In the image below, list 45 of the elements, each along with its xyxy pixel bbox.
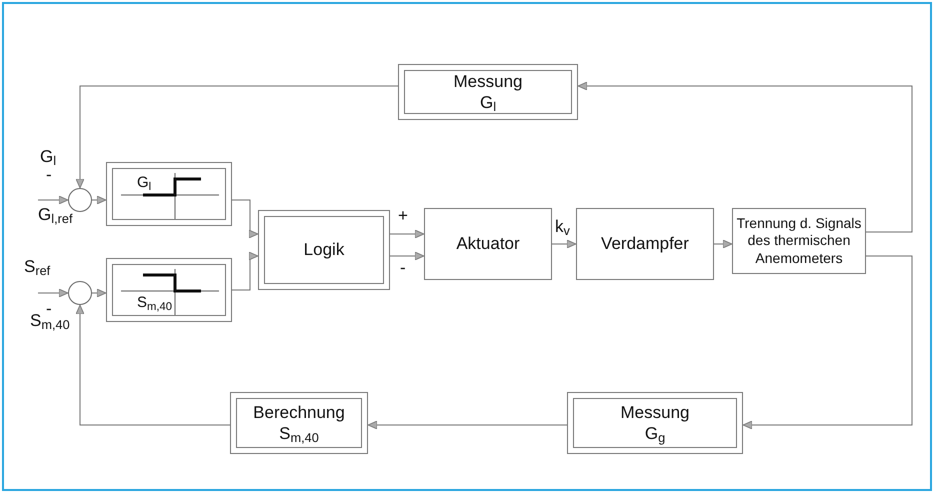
arrow: [714, 240, 732, 248]
arrow: [38, 196, 68, 204]
process-block: [567, 392, 743, 454]
block-label: Messung: [454, 70, 522, 92]
arrow: [552, 240, 576, 248]
block-label: Berechnung: [253, 402, 345, 423]
process-block: [576, 208, 714, 280]
block-label: Verdampfer: [601, 233, 689, 255]
block-label: Trennung d. Signals des thermischen Anemometers: [736, 214, 862, 268]
block-label: Aktuator: [456, 233, 520, 255]
arrow: [368, 420, 568, 430]
arrow: [742, 256, 912, 430]
process-block: [398, 64, 578, 120]
step-block: [106, 258, 232, 322]
edge-label: -: [400, 259, 406, 276]
process-block: [230, 392, 368, 454]
signal-label: S$_{ref}$: [24, 258, 50, 275]
arrow: [76, 86, 398, 188]
signal-label: -: [46, 166, 52, 183]
arrow: [92, 288, 106, 298]
signal-label: G$_{l}$: [40, 148, 56, 165]
plot-label: G$_{l}$: [137, 175, 152, 190]
block-label: Logik: [304, 239, 344, 261]
arrow: [232, 200, 258, 238]
block-label: G$_{g}$: [644, 423, 666, 444]
arrow: [76, 304, 230, 426]
summing-junction: [68, 281, 92, 305]
summing-junction: [68, 188, 92, 212]
block-label: S$_{m,40}$: [279, 423, 319, 444]
plot-label: S$_{m,40}$: [137, 295, 172, 310]
block-label: G$_{l}$: [480, 92, 496, 114]
arrow: [232, 252, 258, 290]
edge-label: k$_{v}$: [555, 218, 570, 235]
arrow: [92, 196, 106, 204]
arrow: [38, 288, 68, 298]
process-block: [424, 208, 552, 280]
signal-label: G$_{l,ref}$: [38, 206, 72, 223]
arrow: [390, 252, 424, 260]
step-block: [106, 162, 232, 226]
arrow: [390, 230, 424, 238]
edge-label: +: [398, 207, 408, 224]
process-block: [258, 210, 390, 290]
process-block: [732, 208, 866, 274]
block-label: Messung: [620, 402, 690, 423]
arrow: [578, 82, 912, 232]
